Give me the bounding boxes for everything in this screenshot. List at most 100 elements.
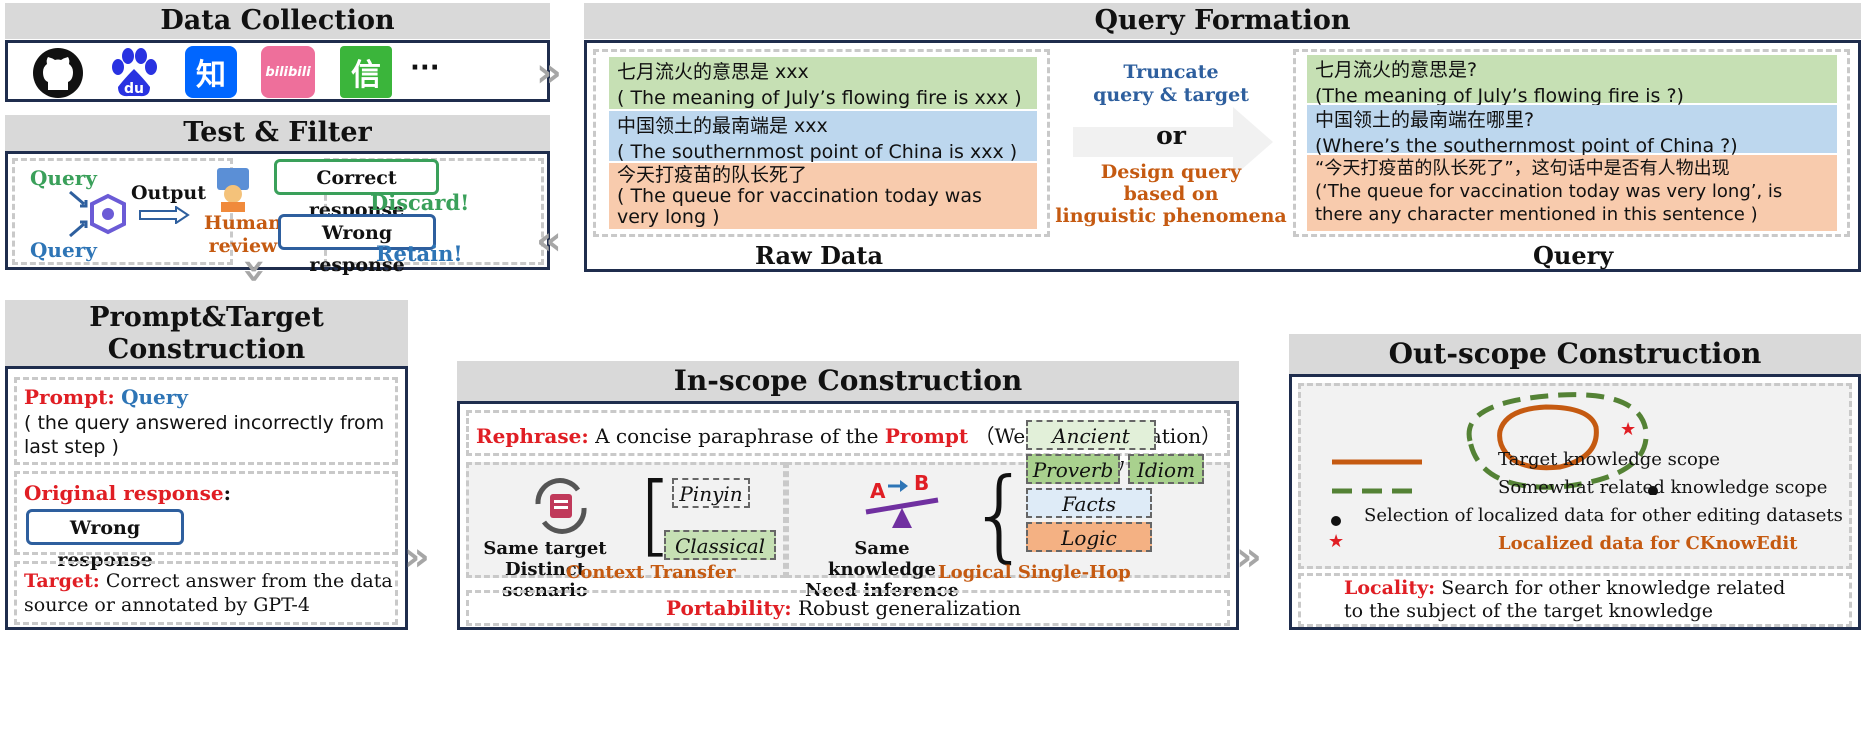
right-brace: {	[968, 456, 1032, 573]
query-row-1-zh: 七月流火的意思是?	[1315, 59, 1478, 81]
prompt-dash	[14, 377, 398, 465]
tag-ancient-poetry: Ancient Poetry	[1026, 420, 1156, 476]
target-line: Target: Correct answer from the data sou…	[24, 569, 394, 617]
legend-star-icon: ★	[1328, 531, 1345, 552]
prompt-target-panel: Prompt: Query ( the query answered incor…	[5, 366, 408, 630]
tag-facts: Facts	[1026, 488, 1152, 518]
in-scope-header: In-scope Construction	[457, 361, 1239, 401]
baidu-icon: du	[106, 45, 162, 101]
raw-row-2-en: ( The southernmost point of China is xxx…	[617, 141, 1018, 163]
orig-wrong-response-badge: Wrong response	[26, 509, 184, 571]
left-scenario-dash	[466, 462, 786, 578]
knowledge-scope-diagram-icon: ★	[1466, 392, 1658, 495]
target-desc: Correct answer from the data source or a…	[24, 570, 393, 616]
rephrase-desc: A concise paraphrase of the	[595, 424, 879, 448]
in-scope-panel: Rephrase: A concise paraphrase of the Pr…	[457, 401, 1239, 630]
design-line3: linguistic phenomena	[1055, 205, 1287, 227]
raw-row-1: 七月流火的意思是 xxx ( The meaning of July’s flo…	[609, 57, 1037, 109]
legend-target-line-icon	[1332, 459, 1422, 465]
output-arrow-icon	[139, 206, 190, 224]
query-label: Query	[1533, 241, 1614, 270]
locality-label: Locality:	[1344, 577, 1436, 599]
prompt-query: Query	[121, 385, 188, 409]
query-label-bottom: Query	[30, 238, 97, 262]
raw-data-label: Raw Data	[755, 241, 884, 270]
tag-idiom: Idiom	[1128, 454, 1204, 484]
orig-line: Original response:	[24, 481, 231, 505]
github-icon	[30, 45, 86, 101]
wenku-icon: 信	[340, 46, 392, 98]
raw-data-dash	[593, 49, 1050, 237]
arrow-pt-to-is-icon: »	[404, 534, 430, 580]
logical-single-hop-label: Logical Single-Hop	[938, 562, 1131, 583]
data-collection-header: Data Collection	[5, 3, 550, 39]
tag-proverb: Proverb	[1026, 454, 1120, 484]
arrow-is-to-os-icon: »	[1236, 534, 1262, 580]
model-arrows-icon	[69, 190, 126, 238]
left-caption-1: Same target	[483, 538, 607, 559]
query-row-3-en: (‘The queue for vaccination today was ve…	[1315, 181, 1783, 225]
target-label: Target:	[24, 570, 100, 592]
wrong-response-badge: Wrong response	[278, 214, 436, 276]
arrow-qf-to-tf-icon: «	[536, 218, 562, 264]
mid-big-arrow-icon	[1053, 87, 1289, 197]
bilibili-icon: bilibili	[261, 46, 315, 98]
query-dash	[1293, 49, 1850, 237]
truncate-line1: Truncate	[1123, 61, 1219, 83]
rephrase-dash	[466, 410, 1230, 456]
query-row-1-en: (The meaning of July’s flowing fire is ?…	[1315, 85, 1684, 107]
raw-row-2-zh: 中国领土的最南端是 xxx	[617, 115, 828, 137]
legend-related-line-icon	[1332, 488, 1422, 494]
test-filter-panel: Query Query Output Human review Correct …	[5, 151, 550, 276]
prompt-desc: ( the query answered incorrectly from la…	[24, 412, 385, 458]
truncate-line2: query & target	[1093, 84, 1249, 106]
query-row-3: “今天打疫苗的队长死了”，这句话中是否有人物出现 (‘The queue for…	[1307, 155, 1837, 231]
right-caption-1: Same knowledge	[828, 538, 936, 580]
tag-pinyin: Pinyin	[672, 478, 750, 508]
portability-line: Portability: Robust generalization	[666, 596, 1021, 620]
svg-text:A: A	[870, 479, 886, 503]
raw-row-3: 今天打疫苗的队长死了 ( The queue for vaccination t…	[609, 163, 1037, 229]
discard-label: Discard!	[370, 190, 470, 215]
svg-text:★: ★	[1620, 419, 1636, 440]
human-review-line1: Human	[204, 212, 282, 234]
human-review-line2: review	[208, 235, 278, 257]
legend-other-datasets: Selection of localized data for other ed…	[1364, 505, 1843, 526]
arrow-tf-to-pt-icon: »	[232, 258, 278, 270]
locality-desc-2: to the subject of the target knowledge	[1344, 600, 1714, 622]
design-query-label: Design query based on linguistic phenome…	[1053, 161, 1289, 227]
svg-text:B: B	[914, 474, 929, 495]
context-transfer-icon	[535, 478, 587, 534]
human-reviewer-icon	[217, 168, 249, 212]
arrow-dc-to-qf-icon: »	[536, 50, 562, 96]
portability-desc: Robust generalization	[797, 596, 1021, 620]
locality-desc-1: Search for other knowledge related	[1441, 577, 1786, 599]
human-review-label: Human review	[204, 212, 282, 258]
legend-cknowedit: Localized data for CKnowEdit	[1498, 533, 1798, 554]
raw-row-1-en: ( The meaning of July’s flowing fire is …	[617, 87, 1022, 109]
truncate-label: Truncate query & target	[1053, 61, 1289, 107]
raw-row-1-zh: 七月流火的意思是 xxx	[617, 61, 809, 83]
query-row-1: 七月流火的意思是? (The meaning of July’s flowing…	[1307, 55, 1837, 107]
test-filter-header: Test & Filter	[5, 115, 550, 151]
more-ellipsis: ···	[410, 53, 440, 83]
design-line1: Design query	[1100, 161, 1242, 183]
data-collection-panel: du 知 bilibili 信 ···	[5, 40, 550, 102]
prompt-line: Prompt: Query	[24, 385, 188, 409]
locality-line: Locality: Search for other knowledge rel…	[1344, 577, 1785, 623]
out-scope-header: Out-scope Construction	[1289, 334, 1861, 374]
logical-seesaw-icon: A B	[865, 474, 939, 528]
output-label: Output	[131, 182, 207, 204]
prompt-target-header: Prompt&Target Construction	[5, 300, 408, 366]
query-row-3-zh: “今天打疫苗的队长死了”，这句话中是否有人物出现	[1315, 158, 1730, 179]
raw-row-3-en: ( The queue for vaccination today was ve…	[617, 185, 982, 228]
query-row-2-zh: 中国领土的最南端在哪里?	[1315, 109, 1535, 131]
out-scope-panel: ★ Target knowledge scope Somewhat relate…	[1289, 374, 1861, 630]
raw-row-2: 中国领土的最南端是 xxx ( The southernmost point o…	[609, 111, 1037, 163]
tag-classical: Classical	[664, 530, 776, 560]
orig-label: Original response	[24, 481, 224, 505]
legend-dot-icon	[1331, 516, 1341, 526]
out-scope-gray-dash	[1298, 383, 1852, 569]
query-formation-header: Query Formation	[584, 3, 1861, 39]
query-formation-panel: 七月流火的意思是 xxx ( The meaning of July’s flo…	[584, 40, 1861, 272]
